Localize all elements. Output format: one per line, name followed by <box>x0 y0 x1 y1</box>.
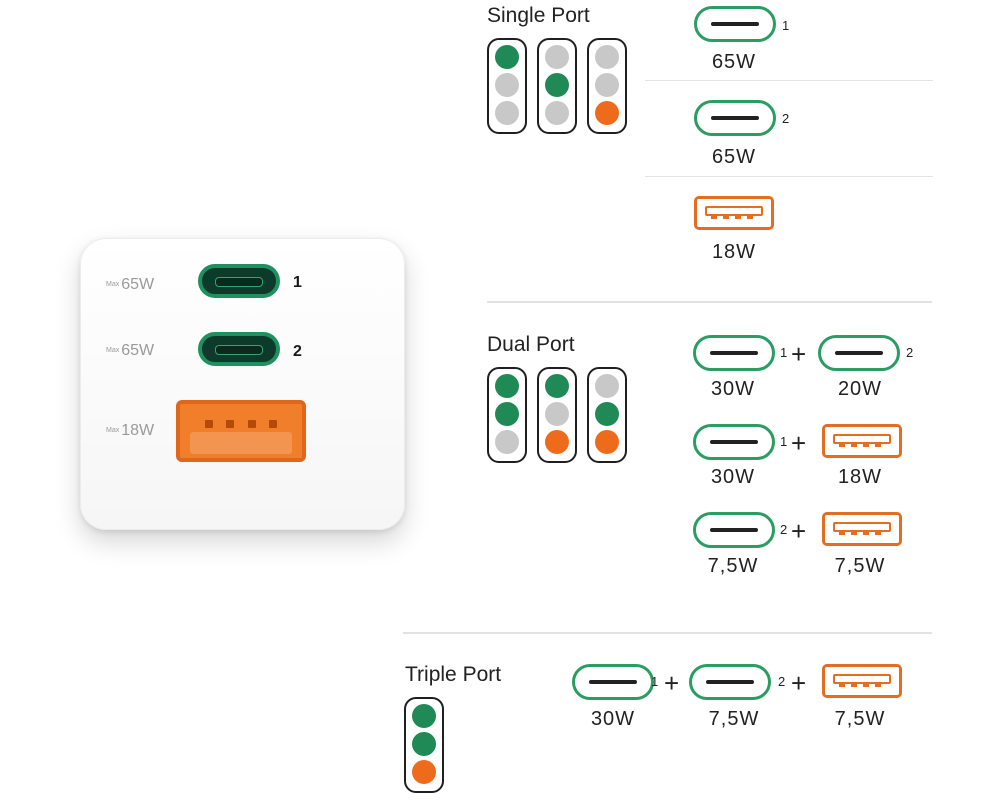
single-port-light-3 <box>587 38 627 134</box>
triple-port-1-watts: 30W <box>590 708 636 730</box>
port-number-sup: 1 <box>782 18 790 33</box>
divider <box>645 80 933 81</box>
indicator-dot-gray <box>545 402 569 426</box>
port-2-number: 2 <box>293 343 302 360</box>
usb-c-icon <box>694 100 776 136</box>
indicator-dot-green <box>595 402 619 426</box>
triple-port-light <box>404 697 444 793</box>
port-number-sup: 1 <box>651 674 659 689</box>
indicator-dot-gray <box>495 73 519 97</box>
plus-sign: + <box>791 668 807 698</box>
indicator-dot-green <box>412 732 436 756</box>
dual-port-light-1 <box>487 367 527 463</box>
usb-a-icon <box>822 424 902 458</box>
indicator-dot-green <box>495 45 519 69</box>
usb-c-icon <box>694 6 776 42</box>
indicator-dot-green <box>495 374 519 398</box>
divider <box>645 176 933 177</box>
single-port-light-1 <box>487 38 527 134</box>
plus-sign: + <box>791 516 807 546</box>
indicator-dot-orange <box>412 760 436 784</box>
single-port-light-2 <box>537 38 577 134</box>
dual-row-3-right-watts: 7,5W <box>834 555 886 577</box>
usb-c-icon <box>693 512 775 548</box>
dual-row-2-left-watts: 30W <box>710 466 756 488</box>
indicator-dot-orange <box>595 430 619 454</box>
plus-sign: + <box>664 668 680 698</box>
indicator-dot-gray <box>545 101 569 125</box>
single-port-title: Single Port <box>487 4 590 27</box>
usb-a-icon <box>822 664 902 698</box>
indicator-dot-gray <box>545 45 569 69</box>
single-port-1-watts: 65W <box>711 51 757 73</box>
indicator-dot-gray <box>595 45 619 69</box>
dual-row-1-right-watts: 20W <box>837 378 883 400</box>
usb-a-icon <box>694 196 774 230</box>
single-port-2-watts: 65W <box>711 146 757 168</box>
dual-row-2-right-watts: 18W <box>837 466 883 488</box>
port-number-sup: 2 <box>778 674 786 689</box>
dual-row-3-left-watts: 7,5W <box>707 555 759 577</box>
dual-port-title: Dual Port <box>487 333 575 356</box>
usb-c-icon <box>693 335 775 371</box>
indicator-dot-orange <box>595 101 619 125</box>
usb-a-icon <box>822 512 902 546</box>
port-number-sup: 1 <box>780 345 788 360</box>
dual-port-light-3 <box>587 367 627 463</box>
triple-port-title: Triple Port <box>405 663 502 686</box>
indicator-dot-orange <box>545 430 569 454</box>
usb-c-icon <box>572 664 654 700</box>
indicator-dot-gray <box>495 430 519 454</box>
usb-a-port <box>176 400 306 462</box>
indicator-dot-gray <box>595 73 619 97</box>
usb-c-port-2 <box>198 332 280 366</box>
port-number-sup: 2 <box>780 522 788 537</box>
dual-row-1-left-watts: 30W <box>710 378 756 400</box>
section-divider <box>403 632 932 634</box>
usb-c-port-1 <box>198 264 280 298</box>
plus-sign: + <box>791 339 807 369</box>
indicator-dot-gray <box>495 101 519 125</box>
port-1-number: 1 <box>293 274 302 291</box>
port-number-sup: 2 <box>782 111 790 126</box>
usb-c-icon <box>818 335 900 371</box>
triple-port-2-watts: 7,5W <box>708 708 760 730</box>
usb-c-icon <box>693 424 775 460</box>
triple-port-3-watts: 7,5W <box>834 708 886 730</box>
indicator-dot-green <box>545 374 569 398</box>
port-number-sup: 1 <box>780 434 788 449</box>
indicator-dot-green <box>412 704 436 728</box>
plus-sign: + <box>791 428 807 458</box>
indicator-dot-gray <box>595 374 619 398</box>
single-port-3-watts: 18W <box>711 241 757 263</box>
port-number-sup: 2 <box>906 345 914 360</box>
usb-c-icon <box>689 664 771 700</box>
indicator-dot-green <box>495 402 519 426</box>
section-divider <box>487 301 932 303</box>
indicator-dot-green <box>545 73 569 97</box>
dual-port-light-2 <box>537 367 577 463</box>
